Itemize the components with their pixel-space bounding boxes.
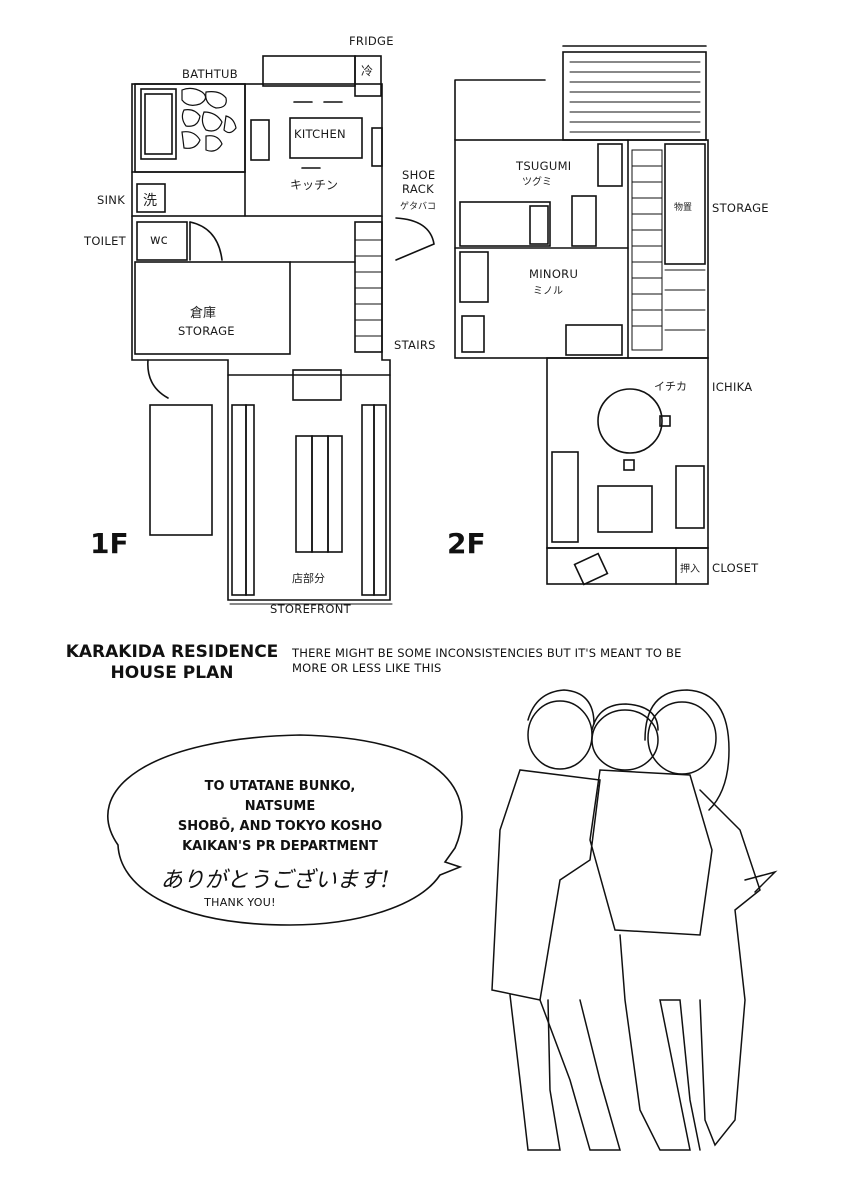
label-minoru-jp: ミノル <box>533 286 563 297</box>
ichika-low-table <box>597 485 653 533</box>
girl-1-hair <box>527 689 595 725</box>
floor-label-1f: 1F <box>90 527 129 560</box>
stair-treads <box>354 239 383 337</box>
kitchen-table <box>289 117 363 159</box>
ichika-table <box>597 388 663 454</box>
label-fridge-jp: 冷 <box>361 64 374 78</box>
stairs-1f <box>354 221 383 353</box>
label-shoe-rack: SHOE RACK <box>402 168 436 196</box>
label-storage-1f-jp: 倉庫 <box>190 306 217 321</box>
balcony <box>562 51 707 141</box>
2f-roof-edge <box>454 79 546 141</box>
storage-2f <box>664 143 706 265</box>
bubble-line3: KAIKAN'S PR DEPARTMENT <box>182 839 378 854</box>
girl-2-head <box>591 709 659 771</box>
girl-2-hoodie <box>589 769 713 936</box>
shop-register <box>292 369 342 401</box>
speech-bubble <box>107 734 463 926</box>
girl-1-head <box>527 700 593 770</box>
minoru-bed <box>565 324 623 356</box>
girl-3-hand <box>744 870 778 893</box>
three-girls-illustration <box>491 689 778 1151</box>
label-fridge: FRIDGE <box>349 34 394 48</box>
plan-title-line1: KARAKIDA RESIDENCE <box>65 642 279 662</box>
label-wc: wc <box>150 233 168 248</box>
1f-main-outline <box>131 215 391 601</box>
girl-3-head <box>647 701 717 775</box>
girl-1-body <box>491 769 601 1001</box>
shop-shelves <box>231 404 387 596</box>
stairs-2f <box>631 149 706 351</box>
ichika-sofa <box>551 451 579 543</box>
toilet-door-swing <box>189 221 223 261</box>
cushion-item <box>573 552 609 586</box>
label-shoe-rack-jp: ゲタバコ <box>400 202 437 212</box>
balcony-slats <box>569 61 701 133</box>
bubble-line1: TO UTATANE BUNKO, NATSUME <box>204 779 356 814</box>
bathtub <box>140 88 177 160</box>
tsugumi-bed <box>459 201 551 247</box>
label-storefront: STOREFRONT <box>270 602 351 616</box>
storage-room-1f <box>134 261 291 355</box>
bath-stone-floor <box>181 87 237 152</box>
label-tsugumi-jp: ツグミ <box>522 177 552 188</box>
toilet-room <box>136 221 188 261</box>
sink-basin <box>136 183 166 213</box>
tsugumi-shelf <box>571 195 597 247</box>
bubble-japanese-thanks: ありがとうございます! <box>160 868 390 893</box>
label-ichika: ICHIKA <box>712 380 753 394</box>
girl-3-body <box>699 789 761 1147</box>
label-kitchen: KITCHEN <box>294 127 346 141</box>
label-kitchen-jp: キッチン <box>290 178 339 192</box>
bubble-message: TO UTATANE BUNKO, NATSUME SHOBŌ, AND TOK… <box>175 777 385 857</box>
label-store-jp: 店部分 <box>292 572 325 585</box>
floor-1-plan <box>131 55 435 605</box>
plan-title: KARAKIDA RESIDENCE HOUSE PLAN <box>62 642 282 684</box>
bubble-thanks: THANK YOU! <box>204 896 276 909</box>
label-tsugumi: TSUGUMI <box>516 159 572 173</box>
label-minoru: MINORU <box>529 267 579 281</box>
bathtub-inner <box>144 93 173 155</box>
tsugumi-desk <box>597 143 623 187</box>
label-storage-2f-jp: 物置 <box>674 203 693 213</box>
label-sink-jp: 洗 <box>143 193 157 209</box>
girl-2-hair <box>591 703 659 731</box>
label-stairs: STAIRS <box>394 338 436 352</box>
label-sink: SINK <box>97 193 126 207</box>
storage-door-swing <box>147 359 169 399</box>
tsugumi-pillow <box>529 205 549 245</box>
floor-label-2f: 2F <box>447 527 486 560</box>
girl-3-hair <box>644 689 730 811</box>
ichika-shelf <box>675 465 705 529</box>
minoru-chair <box>461 315 485 353</box>
cushion <box>623 459 635 471</box>
girl-2-legs <box>619 934 701 1151</box>
minoru-desk <box>459 251 489 303</box>
plan-title-line2: HOUSE PLAN <box>110 663 234 683</box>
1f-upper-outline <box>131 83 383 217</box>
label-storage-2f: STORAGE <box>712 201 769 215</box>
plan-note: THERE MIGHT BE SOME INCONSISTENCIES BUT … <box>292 646 682 675</box>
girl-1-legs <box>509 994 561 1151</box>
kitchen-counter <box>262 55 356 87</box>
kitchen-cabinet <box>250 119 270 161</box>
label-closet: CLOSET <box>712 561 759 575</box>
outside-bench <box>149 404 213 536</box>
label-closet-jp: 押入 <box>680 564 700 575</box>
kitchen-shelf <box>371 127 383 167</box>
floor-2-plan <box>454 45 709 586</box>
label-storage-1f: STORAGE <box>178 324 235 338</box>
label-toilet: TOILET <box>84 234 126 248</box>
bubble-line2: SHOBŌ, AND TOKYO KOSHO <box>177 819 383 834</box>
cushion <box>659 415 671 427</box>
label-bathtub: BATHTUB <box>182 67 238 81</box>
entrance-door-swing <box>395 217 435 261</box>
closet-row <box>546 547 709 585</box>
fridge <box>354 55 382 97</box>
label-ichika-jp: イチカ <box>654 380 687 393</box>
